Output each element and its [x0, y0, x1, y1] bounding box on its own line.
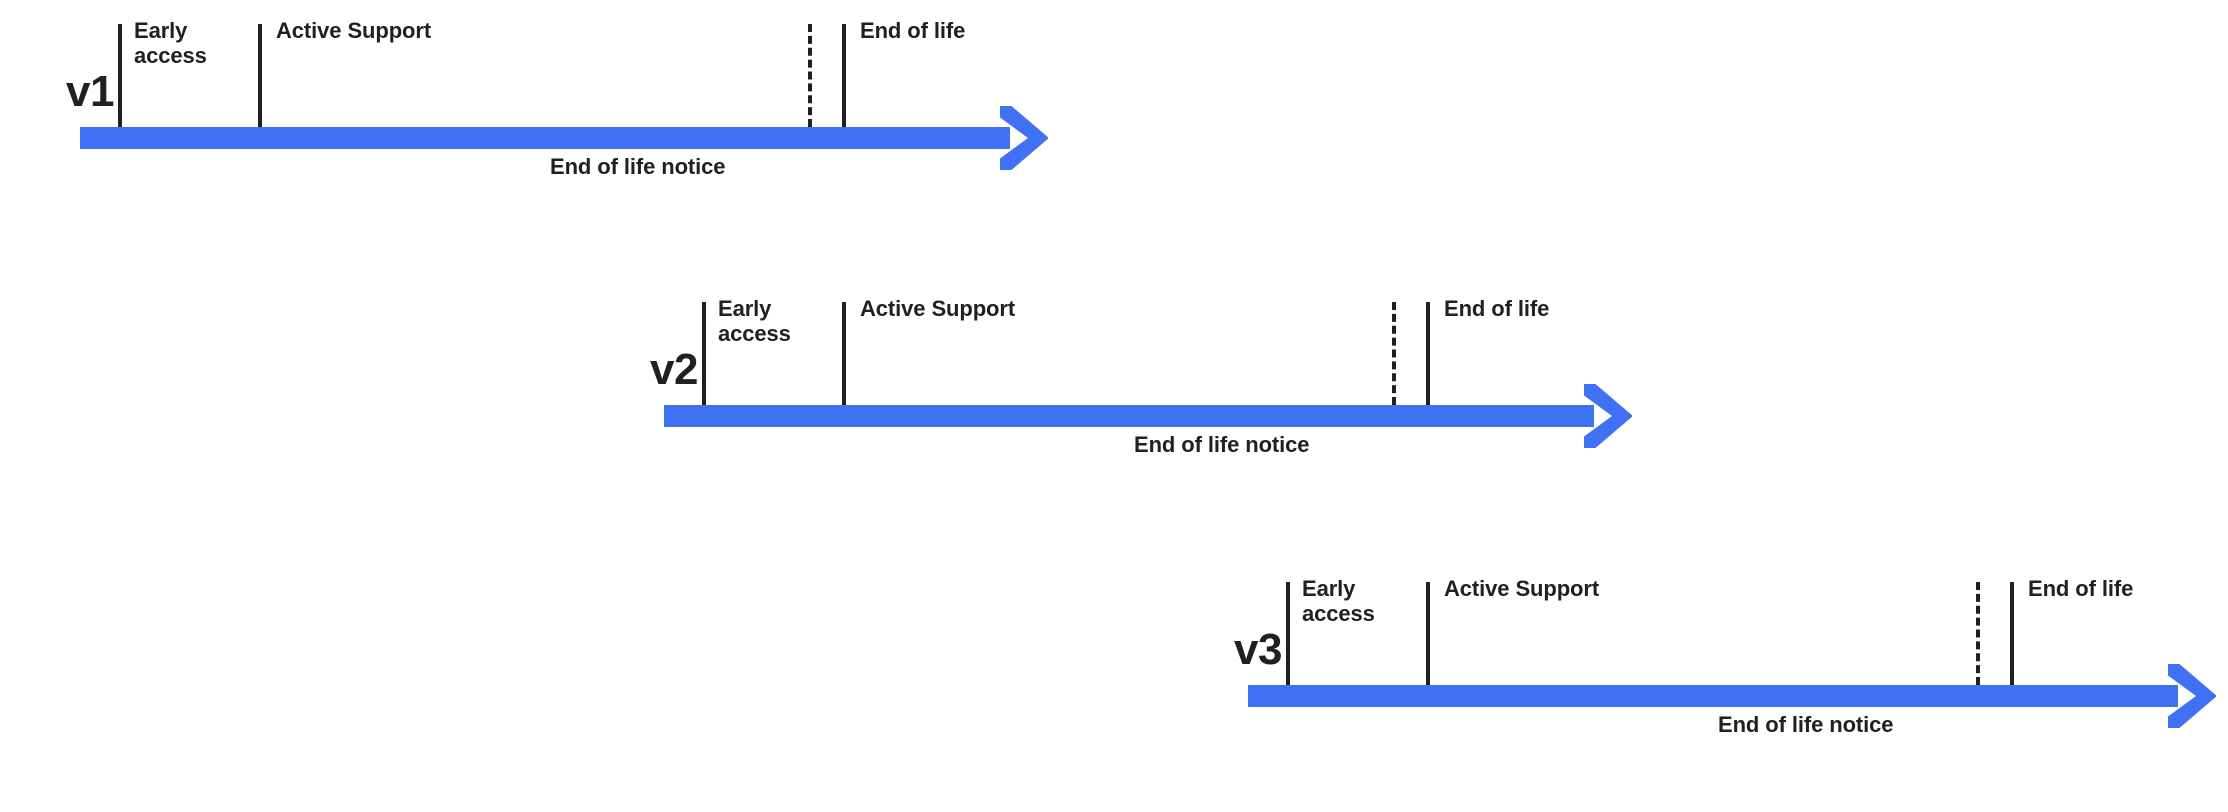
phase-label-end-of-life-v2: End of life — [1444, 296, 1550, 321]
phase-divider-active-support-start-v1 — [258, 24, 262, 127]
phase-label-early-access-v3: Early access — [1302, 576, 1375, 627]
notice-label-v1: End of life notice — [550, 154, 726, 179]
version-label-v1: v1 — [66, 67, 114, 116]
phase-divider-early-access-start-v2 — [702, 302, 706, 405]
phase-label-early-access-v2: Early access — [718, 296, 791, 347]
timeline-arrow-v3: End of life notice — [1248, 664, 2228, 742]
timeline-arrow-v1: End of life notice — [80, 106, 1090, 184]
version-label-v3: v3 — [1234, 625, 1282, 674]
phase-label-active-support-v3: Active Support — [1444, 576, 1600, 601]
timeline-arrow-shaft-v3 — [1248, 685, 2178, 707]
lifecycle-row-v3: v3 Early access Active Support End of li… — [1196, 576, 2228, 742]
timeline-arrow-shaft-v1 — [80, 127, 1010, 149]
timeline-arrow-v2: End of life notice — [664, 384, 1674, 462]
phase-divider-end-of-life-start-v3 — [2010, 582, 2014, 685]
phase-label-early-access-v1: Early access — [134, 18, 207, 69]
phase-label-end-of-life-v3: End of life — [2028, 576, 2134, 601]
version-label-v2: v2 — [650, 345, 698, 394]
phase-divider-early-access-start-v1 — [118, 24, 122, 127]
phase-divider-end-of-life-notice-v1 — [808, 24, 812, 127]
phase-divider-active-support-start-v2 — [842, 302, 846, 405]
phase-divider-end-of-life-notice-v3 — [1976, 582, 1980, 685]
phase-divider-end-of-life-start-v1 — [842, 24, 846, 127]
timeline-arrow-head-icon-v2 — [1564, 379, 1638, 453]
phase-label-active-support-v1: Active Support — [276, 18, 432, 43]
timeline-arrow-head-icon-v1 — [980, 101, 1054, 175]
lifecycle-row-v1: v1 Early access Active Support End of li… — [28, 18, 1128, 184]
timeline-arrow-head-icon-v3 — [2148, 659, 2222, 733]
lifecycle-row-v2: v2 Early access Active Support End of li… — [612, 296, 1712, 462]
phase-divider-active-support-start-v3 — [1426, 582, 1430, 685]
notice-label-v3: End of life notice — [1718, 712, 1894, 737]
phase-label-end-of-life-v1: End of life — [860, 18, 966, 43]
phase-label-active-support-v2: Active Support — [860, 296, 1016, 321]
phase-divider-end-of-life-start-v2 — [1426, 302, 1430, 405]
notice-label-v2: End of life notice — [1134, 432, 1310, 457]
timeline-arrow-shaft-v2 — [664, 405, 1594, 427]
phase-divider-early-access-start-v3 — [1286, 582, 1290, 685]
phase-divider-end-of-life-notice-v2 — [1392, 302, 1396, 405]
